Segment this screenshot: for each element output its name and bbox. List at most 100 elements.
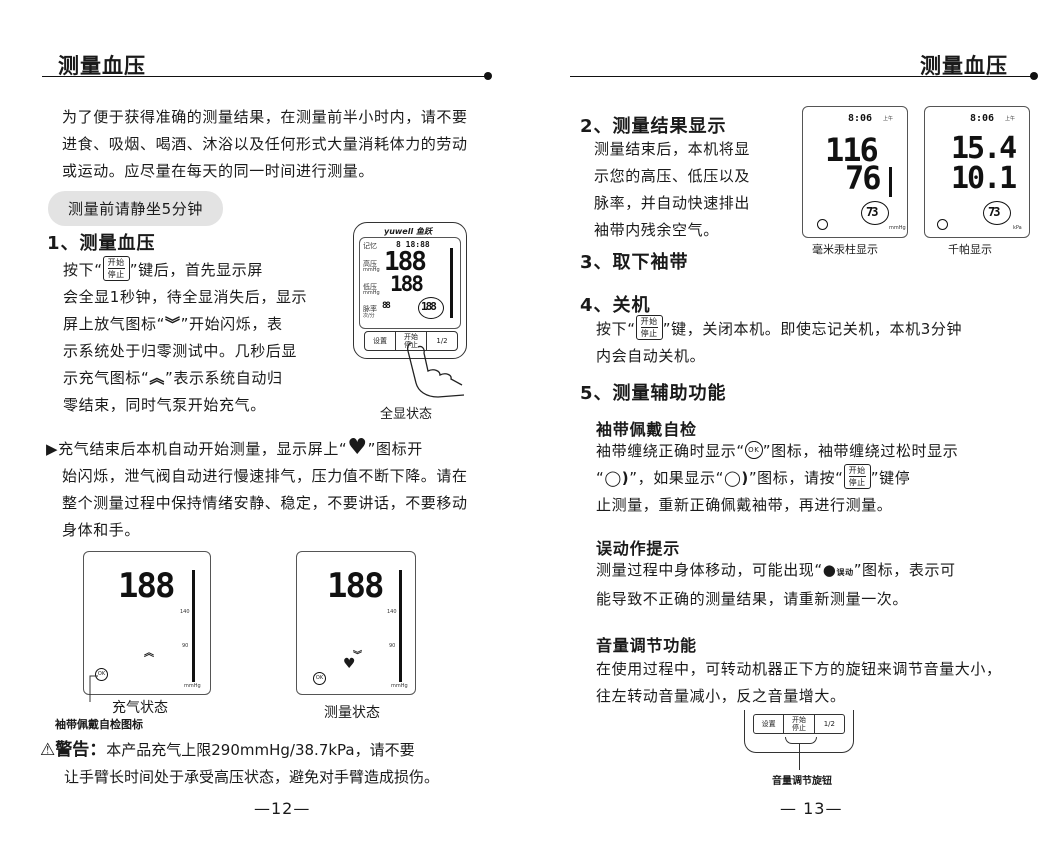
sec1-line: 屏上放气图标“︾”开始闪烁，表 xyxy=(63,311,363,338)
volume-knob[interactable] xyxy=(785,737,817,744)
lcd-b-bar xyxy=(399,570,402,682)
lcd-a-inflate-icon: ︽ xyxy=(144,648,154,659)
deflate-icon: ︾ xyxy=(164,315,181,333)
movement-icon-label: 误动 xyxy=(836,568,854,577)
sec2-line: 脉率，并自动快速排出 xyxy=(594,194,751,212)
text: 身体和手。 xyxy=(62,521,141,539)
mmhg-pulse: 73 xyxy=(866,205,879,219)
cuff-title: 袖带佩戴自检 xyxy=(596,420,697,439)
intro-line: 或运动。应尽量在每天的同一时间进行测量。 xyxy=(62,162,375,180)
bottom-btn-setting[interactable]: 设置 xyxy=(754,715,785,733)
caption-kpa: 千帕显示 xyxy=(948,243,992,256)
text: ”键，关闭本机。即使忘记关机，本机3分钟 xyxy=(662,320,963,338)
sec1-paragraph: 按下“开始停止”键后，首先显示屏 会全显1秒钟，待全显消失后，显示 屏上放气图标… xyxy=(63,256,363,419)
sec2-line: 测量结束后，本机将显 xyxy=(594,140,751,158)
text: ”图标开 xyxy=(367,440,423,458)
device-brand: yuwell 鱼跃 xyxy=(384,227,432,236)
cuff-paragraph: 袖带缠绕正确时显示“OK”图标，袖带缠绕过松时显示 “◯)”，如果显示“◯)”图… xyxy=(596,438,1036,519)
text: 按下“ xyxy=(63,261,103,279)
caption-inflating: 充气状态 xyxy=(112,700,168,716)
cuff-line: 袖带缠绕正确时显示“OK”图标，袖带缠绕过松时显示 xyxy=(596,438,1036,465)
bullet-line: ▶充气结束后本机自动开始测量，显示屏上“♥”图标开 xyxy=(46,436,516,463)
caption-knob: 音量调节旋钮 xyxy=(772,776,832,787)
result-kpa-screen: 8:06 上午 15.4 10.1 73 kPa xyxy=(924,106,1030,238)
result-mmhg-screen: 8:06 上午 116 76 73 mmHg xyxy=(802,106,908,238)
lcd-a-ok-icon: OK xyxy=(95,668,108,681)
btn-user[interactable]: 1/2 xyxy=(436,337,448,345)
text: 会全显1秒钟，待全显消失后，显示 xyxy=(63,288,308,306)
bullet-line: 整个测量过程中保持情绪安静、稳定，不要讲话，不要移动 xyxy=(46,490,516,517)
intro-paragraph: 为了便于获得准确的测量结果，在测量前半小时内，请不要 进食、吸烟、喝酒、沐浴以及… xyxy=(62,104,512,185)
mmhg-ok-icon xyxy=(817,219,828,230)
sec1-line: 零结束，同时气泵开始充气。 xyxy=(63,392,363,419)
sec4-line: 内会自动关机。 xyxy=(596,347,706,365)
bottom-btn-start-stop[interactable]: 开始 停止 xyxy=(784,715,815,733)
warning-block: ⚠警告：本产品充气上限290mmHg/38.7kPa，请不要 让手臂长时间处于承… xyxy=(40,737,520,791)
label-pulse: 脉率 xyxy=(363,305,377,313)
left-header-rule xyxy=(42,76,487,77)
sec2-line: 示您的高压、低压以及 xyxy=(594,167,751,185)
warning-line-1: ⚠警告：本产品充气上限290mmHg/38.7kPa，请不要 xyxy=(40,737,520,763)
inflate-icon: ︽ xyxy=(149,369,165,387)
text: 始闪烁，泄气阀自动进行慢速排气，压力值不断下降。请在 xyxy=(62,467,468,485)
cuff-line: “◯)”，如果显示“◯)”图标，请按“开始停止”键停 xyxy=(596,464,1036,492)
page-number-left: —12— xyxy=(254,799,311,818)
text: ”图标，表示可 xyxy=(853,561,956,579)
start-stop-key-icon: 开始停止 xyxy=(843,464,871,489)
lcd-a-unit: mmHg xyxy=(184,683,201,689)
mmhg-sys: 116 xyxy=(825,131,879,169)
heart-icon: ♥ xyxy=(347,435,368,460)
lcd-b-90: 90 xyxy=(389,643,396,649)
sec3-title: 3、取下袖带 xyxy=(580,252,689,273)
left-page-header: 测量血压 xyxy=(58,54,146,78)
sec1-line: 按下“开始停止”键后，首先显示屏 xyxy=(63,256,363,284)
volume-line: 在使用过程中，可转动机器正下方的旋钮来调节音量大小， xyxy=(596,660,1002,678)
label-dia: 低压 xyxy=(363,283,377,291)
move-line: 能导致不正确的测量结果，请重新测量一次。 xyxy=(596,590,909,608)
btn-start-stop[interactable]: 开始 停止 xyxy=(396,332,427,350)
device-bottom-illustration: 设置 开始 停止 1/2 xyxy=(744,710,854,770)
cuff-loose-icon: ◯) xyxy=(604,469,630,487)
device-sys-value: 188 xyxy=(384,247,427,277)
device-dia-value: 188 xyxy=(390,272,424,296)
btn-setting[interactable]: 设置 xyxy=(365,332,396,350)
device-full-display: yuwell 鱼跃 记忆 8 18:88 高压 mmHg 低压 mmHg 脉率 … xyxy=(353,222,467,398)
device-buttons: 设置 开始 停止 1/2 xyxy=(364,331,458,351)
rest-notice-pill: 测量前请静坐5分钟 xyxy=(48,191,223,226)
text: ”开始闪烁，表 xyxy=(180,315,283,333)
ok-text: OK xyxy=(97,671,106,677)
move-title: 误动作提示 xyxy=(596,539,681,558)
warning-line-2: 让手臂长时间处于承受高压状态，避免对手臂造成损伤。 xyxy=(64,768,440,786)
text: ”键后，首先显示屏 xyxy=(129,261,263,279)
mmhg-bar xyxy=(889,167,892,197)
text: 示系统处于归零测试中。几秒后显 xyxy=(63,342,298,360)
bottom-btn-user[interactable]: 1/2 xyxy=(823,720,835,728)
lcd-a-bar xyxy=(192,570,195,682)
caption-mmhg: 毫米汞柱显示 xyxy=(812,243,878,256)
device-bargraph xyxy=(450,248,453,318)
text: ”，如果显示“ xyxy=(629,469,724,487)
caption-cuff-icon: 袖带佩戴自检图标 xyxy=(55,718,143,731)
mem-label: 记忆 xyxy=(363,242,377,250)
sec2-paragraph: 测量结束后，本机将显 示您的高压、低压以及 脉率，并自动快速排出 袖带内残余空气… xyxy=(594,136,794,244)
volume-title: 音量调节功能 xyxy=(596,636,697,655)
mmhg-time: 8:06 xyxy=(848,113,873,124)
sec1-line: 会全显1秒钟，待全显消失后，显示 xyxy=(63,284,363,311)
sec4-title: 4、关机 xyxy=(580,295,651,316)
device-pulse-value: 188 xyxy=(421,300,437,313)
right-header-rule-dot xyxy=(1030,72,1038,80)
kpa-ampm: 上午 xyxy=(1005,116,1016,122)
right-header-rule xyxy=(570,76,1033,77)
kpa-time: 8:06 xyxy=(970,113,995,124)
mmhg-dia: 76 xyxy=(845,159,882,197)
lcd-a-90: 90 xyxy=(182,643,189,649)
unit-sys: mmHg xyxy=(363,267,380,273)
cuff-icon-callout-line xyxy=(89,675,98,702)
text: 示充气图标“ xyxy=(63,369,150,387)
cuff-loose-icon: ◯) xyxy=(723,469,749,487)
sec1-line: 示充气图标“︽”表示系统自动归 xyxy=(63,365,363,392)
volume-paragraph: 在使用过程中，可转动机器正下方的旋钮来调节音量大小， 往左转动音量减小，反之音量… xyxy=(596,656,1036,710)
cuff-ok-icon: OK xyxy=(744,440,763,459)
text: ”键停 xyxy=(870,469,911,487)
key-top: 开始 xyxy=(640,317,658,326)
